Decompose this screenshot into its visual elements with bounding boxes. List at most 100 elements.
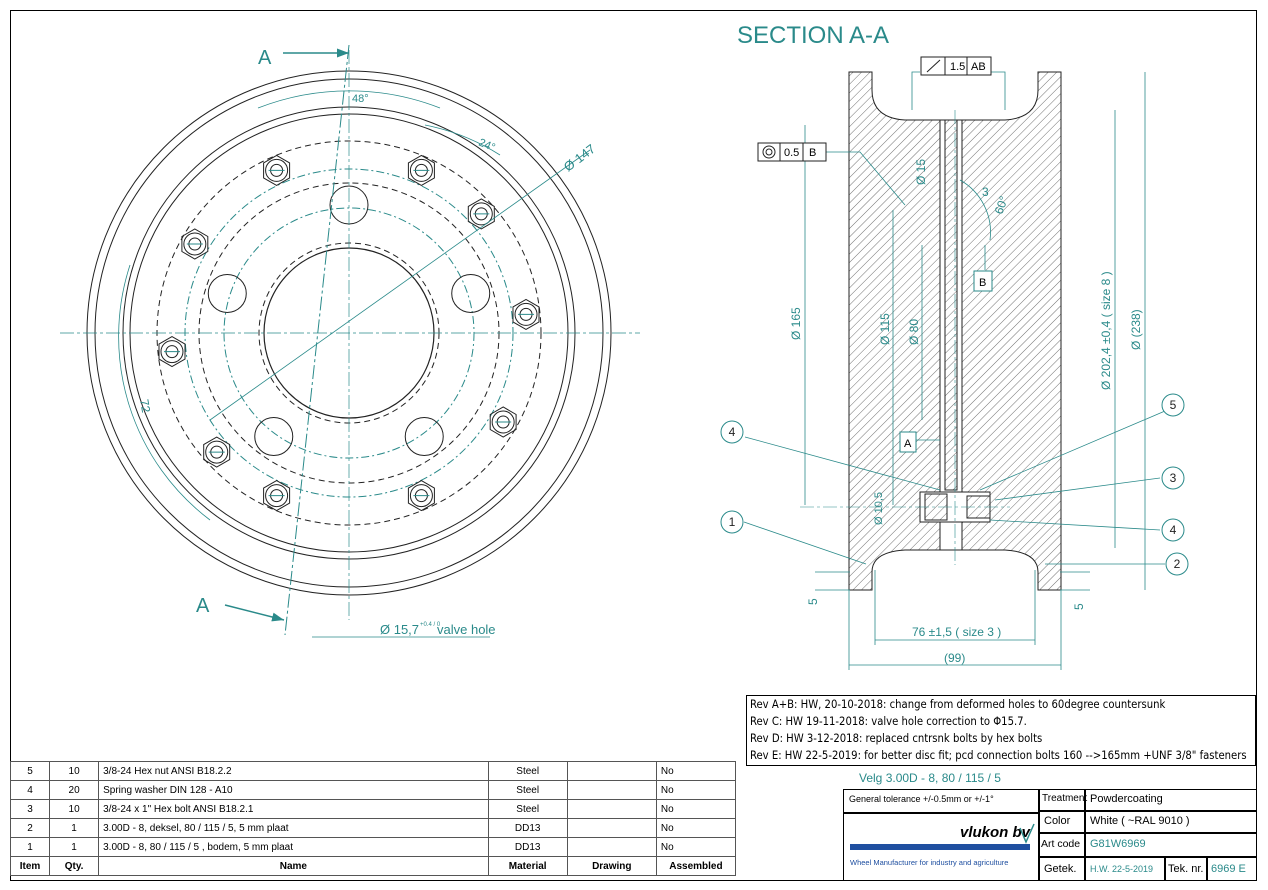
flatness-icon bbox=[926, 59, 941, 73]
bom-cell-drawing bbox=[566, 780, 657, 800]
leader-5 bbox=[979, 410, 1166, 491]
angle-24-label: 24° bbox=[477, 137, 497, 154]
bolt-group bbox=[158, 154, 540, 512]
bom-cell-item: 1 bbox=[9, 837, 51, 857]
bom-cell-qty: 1 bbox=[49, 818, 100, 838]
leader-1 bbox=[743, 521, 867, 565]
valve-hole-tol: +0.4 / 0 bbox=[420, 622, 441, 628]
section-marker-top: A bbox=[258, 47, 272, 69]
tekno-value: 6969 E bbox=[1207, 857, 1257, 881]
bom-cell-qty: 10 bbox=[49, 799, 100, 819]
balloon-4-lower bbox=[1161, 518, 1185, 542]
dim-3-label: 3 bbox=[982, 185, 989, 199]
title-block: Velg 3.00D - 8, 80 / 115 / 5 General tol… bbox=[843, 771, 1257, 881]
balloon-5-label: 5 bbox=[1170, 398, 1177, 412]
datum-a-box: A bbox=[899, 431, 917, 453]
front-view bbox=[60, 44, 640, 638]
bom-cell-material: Steel bbox=[487, 799, 568, 819]
color-label: Color bbox=[1039, 811, 1085, 833]
bom-cell-qty: 10 bbox=[49, 761, 100, 781]
bom-cell-item: 2 bbox=[9, 818, 51, 838]
bom-header: Item bbox=[9, 856, 51, 876]
dim-5-left-label: 5 bbox=[806, 598, 820, 605]
logo-graphic bbox=[850, 823, 1035, 850]
bom-cell-material: DD13 bbox=[487, 818, 568, 838]
dim-147-leader bbox=[209, 149, 591, 421]
bolt-hex-nut bbox=[263, 480, 291, 512]
lightening-hole bbox=[451, 273, 491, 313]
dia-147-label: Ø 147 bbox=[561, 141, 598, 174]
bom-cell-assembled: No bbox=[655, 818, 737, 838]
dim-72-arc bbox=[118, 264, 211, 521]
company-name: vlukon bv bbox=[959, 824, 1030, 841]
balloon-3 bbox=[1161, 466, 1185, 490]
bom-header: Material bbox=[487, 856, 568, 876]
bom-cell-assembled: No bbox=[655, 799, 737, 819]
bolt-hex-nut bbox=[407, 154, 435, 186]
balloon-4-upper bbox=[720, 420, 744, 444]
angle-60-label: 60° bbox=[992, 194, 1011, 216]
bom-cell-qty: 1 bbox=[49, 837, 100, 857]
bom-cell-material: DD13 bbox=[487, 837, 568, 857]
angle-48-arc bbox=[257, 90, 441, 109]
bom-cell-drawing bbox=[566, 818, 657, 838]
disc-plate bbox=[944, 119, 958, 491]
artcode-value: G81W6969 bbox=[1085, 833, 1257, 857]
angle-24-arc bbox=[424, 124, 501, 156]
drawn-label: Getek. bbox=[1039, 857, 1085, 881]
balloon-1-label: 1 bbox=[729, 515, 736, 529]
flatness-datum: AB bbox=[971, 61, 986, 73]
section-view bbox=[743, 71, 1166, 670]
section-title: SECTION A-A bbox=[737, 22, 889, 49]
bolt-hex-nut bbox=[467, 198, 495, 230]
valve-hole-dia: Ø 15,7 bbox=[380, 622, 419, 637]
bom-cell-qty: 20 bbox=[49, 780, 100, 800]
conc-datum: B bbox=[809, 147, 816, 159]
bolt-hex-nut bbox=[203, 436, 231, 468]
section-line bbox=[284, 44, 350, 636]
svg-text:B: B bbox=[979, 277, 986, 289]
bolt-hex-nut bbox=[158, 336, 186, 368]
bom-cell-assembled: No bbox=[655, 780, 737, 800]
dia-80-label: Ø 80 bbox=[907, 319, 921, 345]
balloon-2-label: 2 bbox=[1174, 557, 1181, 571]
bom-cell-name: 3.00D - 8, deksel, 80 / 115 / 5, 5 mm pl… bbox=[98, 818, 489, 838]
bom-cell-material: Steel bbox=[487, 780, 568, 800]
sheet-border bbox=[10, 10, 1257, 881]
flat-leader-left bbox=[911, 71, 920, 110]
revision-line: Rev D: HW 3-12-2018: replaced cntrsnk bo… bbox=[750, 732, 1043, 745]
revision-line: Rev E: HW 22-5-2019: for better disc fit… bbox=[750, 749, 1247, 762]
bom-header: Name bbox=[98, 856, 489, 876]
revision-line: Rev A+B: HW, 20-10-2018: change from def… bbox=[750, 698, 1166, 711]
bolt-hex-nut bbox=[181, 228, 209, 260]
valve-hole-text: valve hole bbox=[437, 622, 496, 637]
width-99-label: (99) bbox=[944, 651, 965, 665]
company-logo: vlukon bv Wheel Manufacturer for industr… bbox=[843, 813, 1039, 881]
artcode-label: Art code bbox=[1039, 833, 1085, 857]
revision-line: Rev C: HW 19-11-2018: valve hole correct… bbox=[750, 715, 1027, 728]
part-title: Velg 3.00D - 8, 80 / 115 / 5 bbox=[859, 771, 1001, 785]
angle-60-arc bbox=[959, 179, 991, 241]
general-tolerance: General tolerance +/-0.5mm or +/-1° bbox=[843, 789, 1039, 813]
bom-cell-item: 3 bbox=[9, 799, 51, 819]
bom-cell-assembled: No bbox=[655, 761, 737, 781]
bolt-hex-nut bbox=[512, 298, 540, 330]
leader-4-upper bbox=[744, 436, 941, 491]
leader-3 bbox=[994, 477, 1161, 501]
bom-cell-item: 5 bbox=[9, 761, 51, 781]
balloon-4-lower-label: 4 bbox=[1170, 523, 1177, 537]
bolt-hex-nut bbox=[489, 406, 517, 438]
balloon-4-upper-label: 4 bbox=[729, 425, 736, 439]
bom-cell-name: 3/8-24 Hex nut ANSI B18.2.2 bbox=[98, 761, 489, 781]
company-tagline: Wheel Manufacturer for industry and agri… bbox=[850, 858, 1009, 867]
bolt-hex-nut bbox=[263, 154, 291, 186]
bom-header: Assembled bbox=[655, 856, 737, 876]
dia-238-label: Ø (238) bbox=[1129, 309, 1143, 350]
logo-check-icon bbox=[1019, 823, 1035, 844]
dim-5-right-label: 5 bbox=[1072, 603, 1086, 610]
dia-72-label: 72 bbox=[137, 398, 153, 414]
